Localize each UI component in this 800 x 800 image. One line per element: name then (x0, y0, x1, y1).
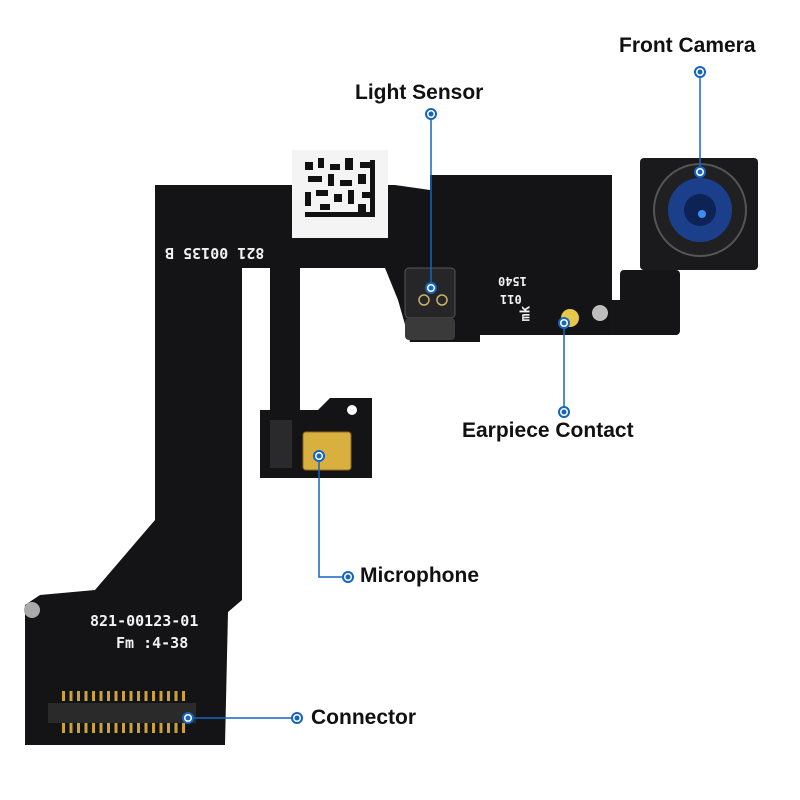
connector-pin (84, 691, 88, 701)
pointer-lines (188, 72, 701, 719)
connector-pin (167, 691, 170, 701)
microphone-component (302, 431, 352, 471)
camera-side-tab (620, 270, 680, 335)
connector-pin (129, 723, 133, 733)
connector-pin (137, 723, 140, 733)
connector-pin (152, 691, 155, 701)
connector-pin (114, 691, 118, 701)
bottom-date-code: Fm :4-38 (116, 634, 189, 652)
pointer-dots (182, 66, 706, 724)
connector-pin (167, 723, 170, 733)
connector-pin (62, 691, 65, 701)
connector-pin (182, 691, 185, 701)
connector-pin (144, 691, 148, 701)
connector-pin (92, 691, 95, 701)
connector-pin (159, 723, 163, 733)
label-earpiece-contact: Earpiece Contact (462, 419, 634, 442)
mk-code: mk (518, 305, 534, 322)
top-part-number: 821 00135 B (165, 244, 265, 262)
connector-pin (69, 723, 73, 733)
code-011: 011 (500, 292, 522, 306)
connector-pin (137, 691, 140, 701)
connector-pin (99, 723, 103, 733)
label-connector: Connector (311, 706, 416, 729)
bottom-part-number: 821-00123-01 (90, 612, 199, 630)
label-light-sensor: Light Sensor (355, 81, 484, 104)
connector-pin (84, 723, 88, 733)
connector-pin (92, 723, 95, 733)
earpiece-tab (470, 290, 610, 335)
flex-upper-band (25, 175, 612, 745)
connector-pin (182, 723, 185, 733)
connector-pin (77, 691, 80, 701)
connector-pin (174, 691, 178, 701)
connector-pin (99, 691, 103, 701)
connector-pin (77, 723, 80, 733)
connector-pin (129, 691, 133, 701)
connector-pin (122, 723, 125, 733)
connector-pin (107, 723, 110, 733)
connector-pin (107, 691, 110, 701)
connector-pin (144, 723, 148, 733)
connector-pin (152, 723, 155, 733)
connector-pin (69, 691, 73, 701)
connector-pin (174, 723, 178, 733)
connector-pin (159, 691, 163, 701)
qr-code (305, 158, 375, 217)
code-1540: 1540 (498, 274, 527, 288)
connector-pin (114, 723, 118, 733)
connector-component (24, 602, 196, 733)
connector-pin (62, 723, 65, 733)
connector-pin (122, 691, 125, 701)
label-front-camera: Front Camera (619, 34, 756, 57)
label-microphone: Microphone (360, 564, 479, 587)
